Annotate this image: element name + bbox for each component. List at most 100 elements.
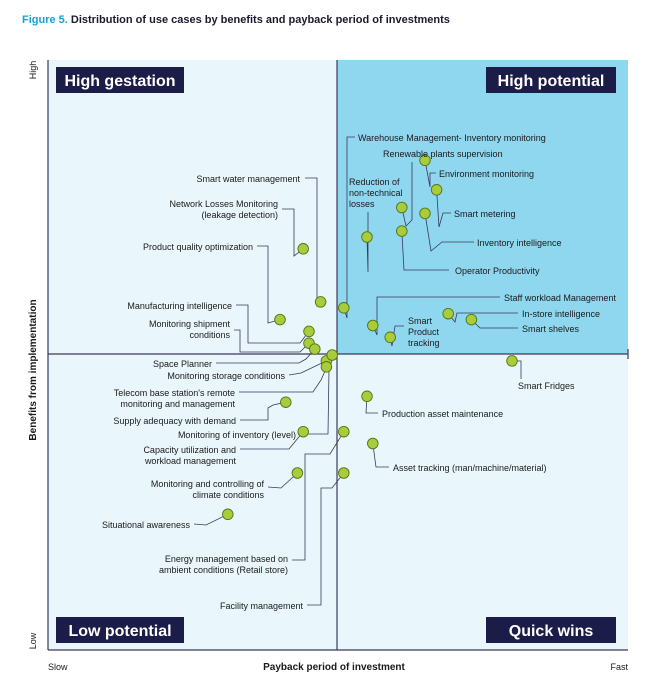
quadrant-label-box bbox=[486, 617, 616, 643]
leader-line bbox=[193, 513, 228, 526]
quadrant-label-text: High gestation bbox=[64, 73, 175, 90]
quadrant-label-box bbox=[56, 617, 184, 643]
leader-line bbox=[267, 472, 298, 489]
x-axis-title: Payback period of investment bbox=[263, 662, 405, 673]
x-axis-low-label: Slow bbox=[48, 662, 68, 672]
data-point bbox=[367, 437, 379, 450]
leader-line bbox=[236, 304, 310, 344]
leader-line bbox=[288, 360, 327, 376]
leader-line bbox=[216, 348, 316, 364]
figure-number: Figure 5. bbox=[22, 14, 68, 26]
point-label: Product quality optimization bbox=[143, 242, 253, 252]
quadrant-label-text: High potential bbox=[498, 73, 605, 90]
leader-line bbox=[436, 189, 451, 228]
data-point bbox=[419, 207, 431, 220]
point-label: Supply adequacy with demand bbox=[113, 416, 236, 426]
figure-title: Figure 5. Distribution of use cases by b… bbox=[22, 14, 450, 26]
point-label: Space Planner bbox=[153, 359, 212, 369]
quadrant-label-bottom-left: Low potential bbox=[56, 617, 184, 643]
leader-line bbox=[234, 329, 310, 353]
x-axis-high-label: Fast bbox=[610, 662, 628, 672]
quadrant-backgrounds bbox=[48, 60, 628, 650]
data-point bbox=[303, 325, 315, 338]
data-point bbox=[222, 508, 234, 521]
point-label: Smart water management bbox=[196, 174, 300, 184]
data-point bbox=[291, 467, 304, 479]
leader-line bbox=[424, 160, 436, 188]
quadrant-label-box bbox=[56, 67, 184, 93]
leader-line bbox=[372, 443, 389, 468]
point-label: Renewable plants supervision bbox=[383, 149, 503, 159]
data-point bbox=[338, 467, 350, 479]
point-label: Asset tracking (man/machine/material) bbox=[393, 463, 547, 473]
leader-line bbox=[401, 162, 413, 227]
high-potential-background bbox=[337, 60, 628, 354]
data-point bbox=[361, 390, 373, 403]
data-point bbox=[297, 243, 309, 255]
data-point bbox=[506, 355, 518, 367]
data-point bbox=[465, 313, 478, 326]
point-label: Monitoring storage conditions bbox=[167, 371, 285, 381]
data-point bbox=[314, 296, 327, 308]
point-label: Facility management bbox=[220, 601, 304, 611]
data-point bbox=[396, 225, 408, 237]
quadrant-label-top-right: High potential bbox=[486, 67, 616, 93]
point-label: Smart shelves bbox=[522, 324, 580, 334]
data-point bbox=[396, 201, 408, 214]
point-label: Situational awareness bbox=[102, 520, 191, 530]
data-point bbox=[442, 307, 454, 320]
point-label: Production asset maintenance bbox=[382, 409, 503, 419]
data-point bbox=[297, 425, 309, 438]
figure-title-text: Distribution of use cases by benefits an… bbox=[70, 14, 450, 26]
data-point bbox=[338, 302, 350, 314]
leader-line bbox=[401, 231, 449, 271]
leader-line bbox=[240, 401, 286, 421]
y-axis-low-label: Low bbox=[28, 632, 38, 649]
point-labels: Warehouse Management- Inventory monitori… bbox=[102, 133, 616, 611]
quadrant-label-bottom-right: Quick wins bbox=[486, 617, 616, 643]
point-label: Inventory intelligence bbox=[477, 238, 562, 248]
point-label: Smart metering bbox=[454, 209, 516, 219]
point-label: Network Losses Monitoring(leakage detect… bbox=[169, 199, 278, 220]
data-point bbox=[280, 396, 292, 408]
data-point bbox=[419, 154, 431, 167]
point-label: Monitoring of inventory (level) bbox=[178, 430, 296, 440]
y-axis-title: Benefits from implementation bbox=[28, 299, 39, 440]
quadrant-label-text: Quick wins bbox=[509, 623, 594, 640]
leader-line bbox=[307, 472, 345, 606]
data-point bbox=[326, 349, 338, 361]
data-point bbox=[361, 231, 373, 243]
leader-line bbox=[282, 208, 304, 257]
quadrant-label-text: Low potential bbox=[68, 623, 171, 640]
point-label: Operator Productivity bbox=[455, 266, 540, 276]
data-point bbox=[320, 361, 333, 373]
data-point bbox=[430, 184, 443, 196]
y-axis-high-label: High bbox=[28, 61, 38, 80]
point-label: Manufacturing intelligence bbox=[127, 301, 232, 311]
point-label: In-store intelligence bbox=[522, 309, 600, 319]
quadrant-label-box bbox=[486, 67, 616, 93]
leader-line bbox=[292, 431, 345, 561]
data-point bbox=[338, 425, 350, 438]
data-point bbox=[309, 343, 321, 355]
point-label: Smart Fridges bbox=[518, 381, 575, 391]
leader-line bbox=[424, 213, 474, 252]
data-points bbox=[222, 154, 518, 521]
point-label: Staff workload Management bbox=[504, 293, 616, 303]
data-point bbox=[384, 331, 396, 344]
data-point bbox=[367, 319, 379, 332]
point-label: Environment monitoring bbox=[439, 169, 534, 179]
leader-line bbox=[240, 431, 304, 450]
data-point bbox=[274, 313, 286, 326]
quadrant-label-top-left: High gestation bbox=[56, 67, 184, 93]
leader-line bbox=[257, 245, 281, 324]
